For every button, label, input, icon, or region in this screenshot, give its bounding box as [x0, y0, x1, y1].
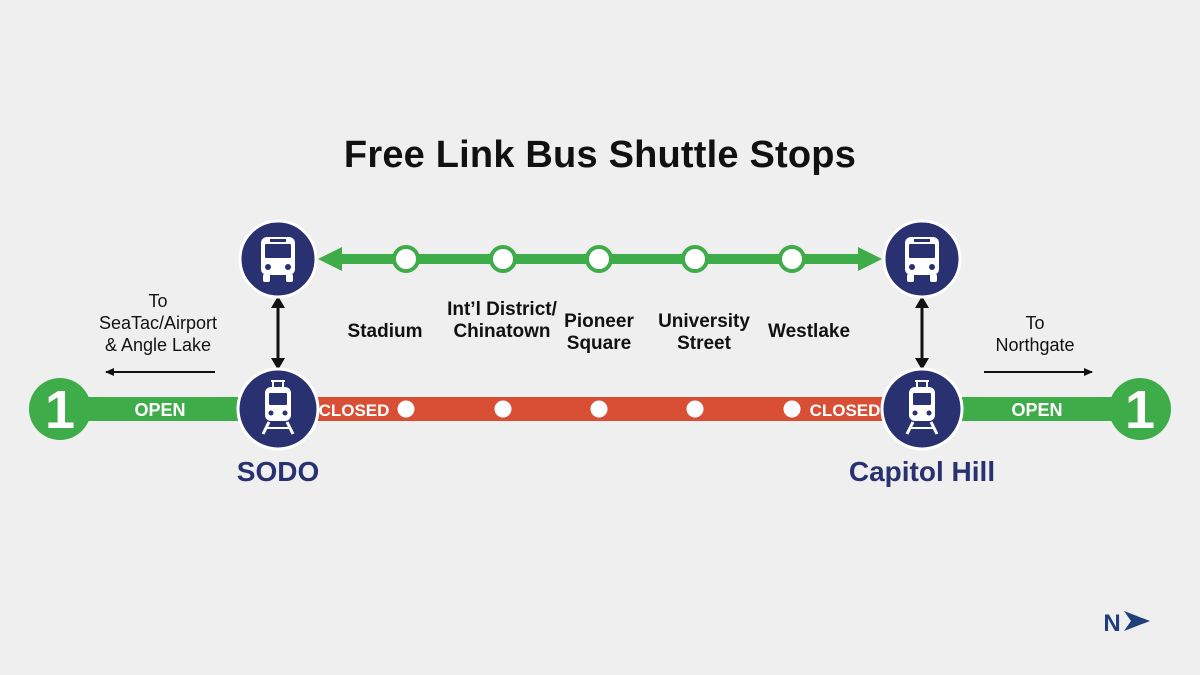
line-1-badge-left: 1	[29, 378, 91, 440]
closed-label-left: CLOSED	[319, 401, 390, 420]
open-label-right: OPEN	[1011, 400, 1062, 420]
north-arrow-icon	[1124, 611, 1150, 631]
stop-label-intl-district: Int’l District/ Chinatown	[447, 299, 557, 342]
direction-north-label: To Northgate	[995, 313, 1075, 355]
direction-south-label: To SeaTac/Airport & Angle Lake	[98, 291, 218, 355]
closed-stop	[683, 397, 707, 421]
closed-stop	[780, 397, 804, 421]
shuttle-stops	[392, 245, 806, 273]
stop-label-westlake: Westlake	[767, 321, 851, 342]
line-1-number: 1	[1125, 380, 1155, 440]
closed-stop	[394, 397, 418, 421]
bus-icon	[238, 219, 318, 299]
transfer-arrow-sodo	[271, 296, 285, 370]
stop-label-pioneer-square: Pioneer Square	[564, 311, 634, 354]
shuttle-stop	[681, 245, 709, 273]
stop-label-university-street: University Street	[658, 311, 750, 354]
shuttle-stop	[489, 245, 517, 273]
page-title: Free Link Bus Shuttle Stops	[343, 134, 857, 176]
closed-label-right: CLOSED	[810, 401, 881, 420]
compass-label: N	[1103, 610, 1120, 637]
open-line-left	[60, 397, 250, 421]
closed-stop	[587, 397, 611, 421]
shuttle-stop	[585, 245, 613, 273]
closed-stops	[394, 397, 804, 421]
open-line-right	[950, 397, 1140, 421]
closed-stop	[491, 397, 515, 421]
line-1-badge-right: 1	[1109, 378, 1171, 440]
train-station-icon	[880, 367, 964, 451]
open-label-left: OPEN	[134, 400, 185, 420]
station-name-capitol-hill: Capitol Hill	[848, 456, 996, 487]
train-station-icon	[236, 367, 320, 451]
shuttle-stop	[392, 245, 420, 273]
bus-icon	[882, 219, 962, 299]
transfer-arrow-capitol-hill	[915, 296, 929, 370]
line-1-number: 1	[45, 380, 75, 440]
shuttle-stop	[778, 245, 806, 273]
station-name-sodo: SODO	[236, 456, 320, 487]
stop-label-stadium: Stadium	[347, 321, 423, 342]
